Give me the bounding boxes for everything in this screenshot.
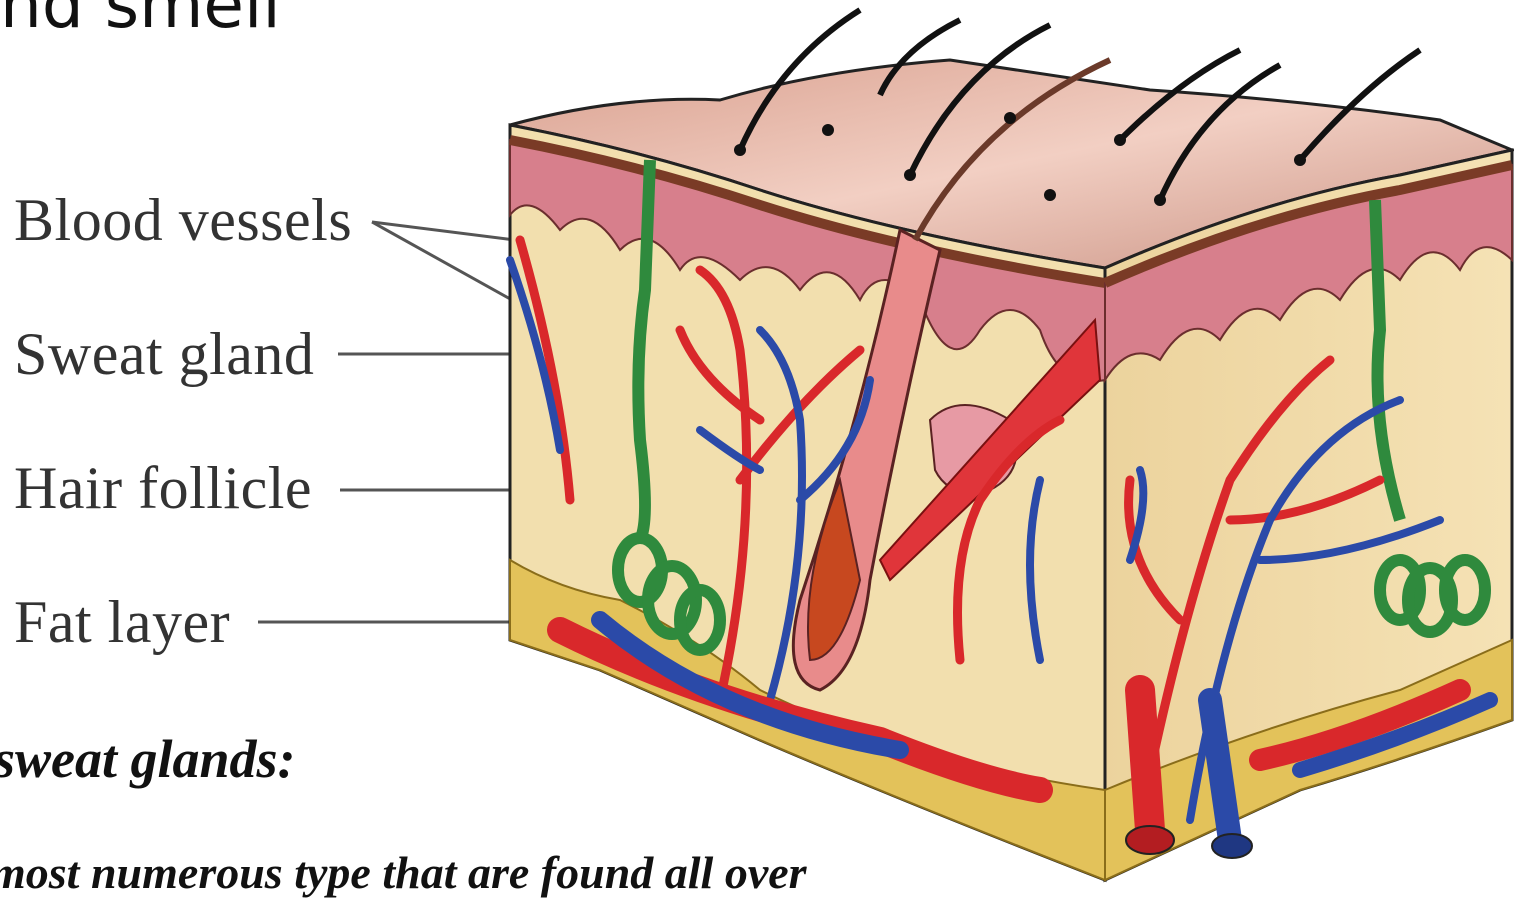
skin-cross-section-diagram (480, 0, 1514, 886)
